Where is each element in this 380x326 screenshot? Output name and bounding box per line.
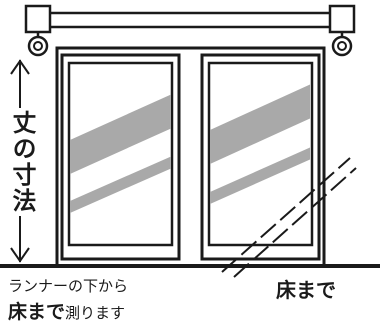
arrow-head-down [10, 247, 30, 263]
floor-label: 床まで [276, 278, 336, 302]
rail-bracket-right [328, 4, 356, 34]
curtain-rail [24, 4, 356, 57]
rail-bar [40, 11, 340, 29]
measure-note-bold: 床まで [8, 301, 66, 323]
glass-stripes-left [70, 94, 171, 213]
height-label: 丈の寸法 [2, 108, 38, 216]
arrow-head-up [10, 59, 30, 75]
rail-bracket-left [24, 4, 52, 34]
measure-note-line1: ランナーの下から [8, 277, 129, 295]
glass-stripes-right [210, 84, 310, 204]
measure-note-rest: 測ります [65, 304, 126, 322]
measure-note-line2: 床まで測ります [8, 297, 125, 324]
dashed-extension-lines [221, 157, 357, 278]
